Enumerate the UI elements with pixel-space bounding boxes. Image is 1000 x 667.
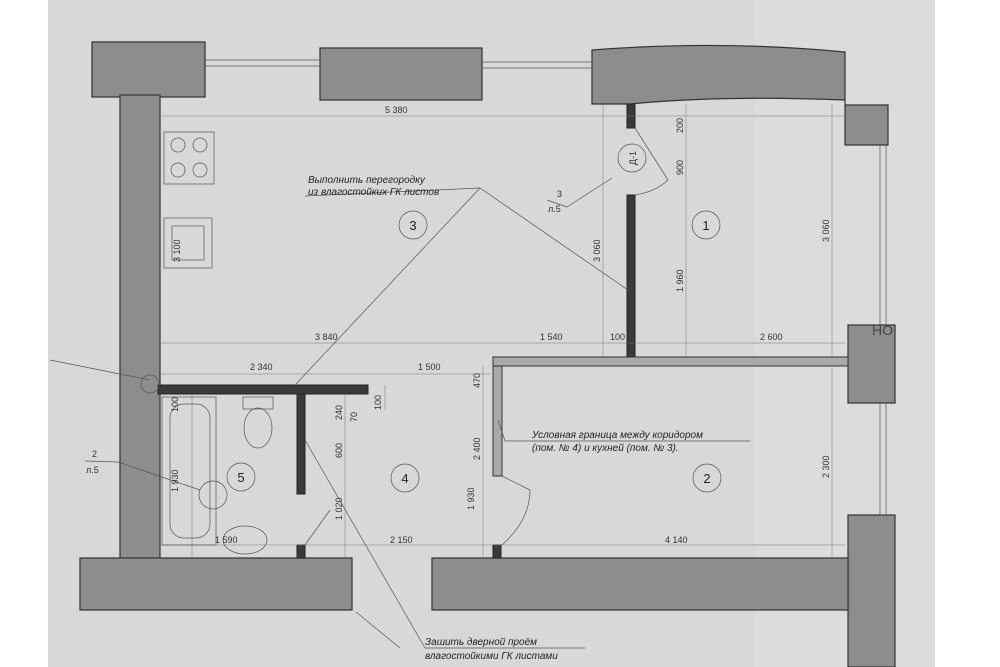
bathtub (161, 396, 217, 546)
svg-text:1 540: 1 540 (540, 332, 563, 342)
svg-text:1 930: 1 930 (170, 469, 180, 492)
svg-text:900: 900 (675, 160, 685, 175)
svg-text:240: 240 (334, 405, 344, 420)
svg-text:1 930: 1 930 (466, 487, 476, 510)
dimension-labels: 5 380 200 900 3 060 1 960 3 060 3 100 3 … (170, 105, 831, 545)
note-doorway-1: Зашить дверной проём (425, 637, 537, 648)
svg-text:л.5: л.5 (548, 204, 561, 214)
svg-text:2 300: 2 300 (821, 455, 831, 478)
svg-text:1 020: 1 020 (334, 497, 344, 520)
svg-text:л.5: л.5 (86, 465, 99, 475)
svg-text:5 380: 5 380 (385, 105, 408, 115)
dimension-lines (160, 104, 845, 558)
note-boundary-1: Условная граница между коридором (531, 430, 703, 441)
svg-text:100: 100 (610, 332, 625, 342)
svg-text:1: 1 (702, 218, 709, 233)
room-marker-1: 1 (691, 210, 721, 240)
door-tag: Д-1 (617, 143, 647, 173)
leader-lines (49, 177, 750, 649)
svg-text:3 840: 3 840 (315, 332, 338, 342)
room-marker-4: 4 (390, 463, 420, 493)
svg-text:1 960: 1 960 (675, 269, 685, 292)
room-marker-5: 5 (226, 462, 256, 492)
svg-text:4 140: 4 140 (665, 535, 688, 545)
note-boundary-2: (пом. № 4) и кухней (пом. № 3). (532, 443, 679, 454)
watermark: НО (872, 322, 893, 338)
svg-text:2 600: 2 600 (760, 332, 783, 342)
svg-text:Д-1: Д-1 (628, 151, 638, 165)
svg-text:3 060: 3 060 (592, 239, 602, 262)
svg-text:2 400: 2 400 (472, 437, 482, 460)
room-marker-3: 3 (398, 210, 428, 240)
svg-text:2: 2 (92, 449, 97, 459)
reference-1: 3 л.5 (546, 189, 568, 214)
svg-text:2 340: 2 340 (250, 362, 273, 372)
toilet (242, 396, 274, 449)
svg-text:200: 200 (675, 118, 685, 133)
svg-text:3: 3 (557, 189, 562, 199)
svg-text:1 500: 1 500 (418, 362, 441, 372)
svg-text:4: 4 (401, 471, 408, 486)
windows (205, 59, 887, 515)
svg-text:3: 3 (409, 218, 416, 233)
svg-text:5: 5 (237, 470, 244, 485)
kitchen-stove (163, 131, 215, 185)
section-marker (140, 374, 160, 394)
kitchen-sink (163, 217, 213, 269)
partitions (157, 103, 849, 559)
reference-2: 2 л.5 (84, 449, 119, 475)
door-swings (304, 127, 669, 649)
svg-text:100: 100 (373, 395, 383, 410)
svg-text:100: 100 (170, 397, 180, 412)
note-partition-2: из влагостойких ГК листов (308, 187, 439, 198)
note-partition-1: Выполнить перегородку (308, 175, 426, 186)
svg-text:600: 600 (334, 443, 344, 458)
room-marker-2: 2 (692, 463, 722, 493)
svg-text:1 590: 1 590 (215, 535, 238, 545)
washbasin (198, 480, 268, 555)
svg-text:70: 70 (349, 412, 359, 422)
svg-text:2: 2 (703, 471, 710, 486)
svg-text:3 100: 3 100 (172, 239, 182, 262)
svg-text:470: 470 (472, 373, 482, 388)
outer-walls (79, 41, 896, 667)
note-doorway-2: влагостойкими ГК листами (425, 651, 558, 662)
svg-text:3 060: 3 060 (821, 219, 831, 242)
svg-text:2 150: 2 150 (390, 535, 413, 545)
